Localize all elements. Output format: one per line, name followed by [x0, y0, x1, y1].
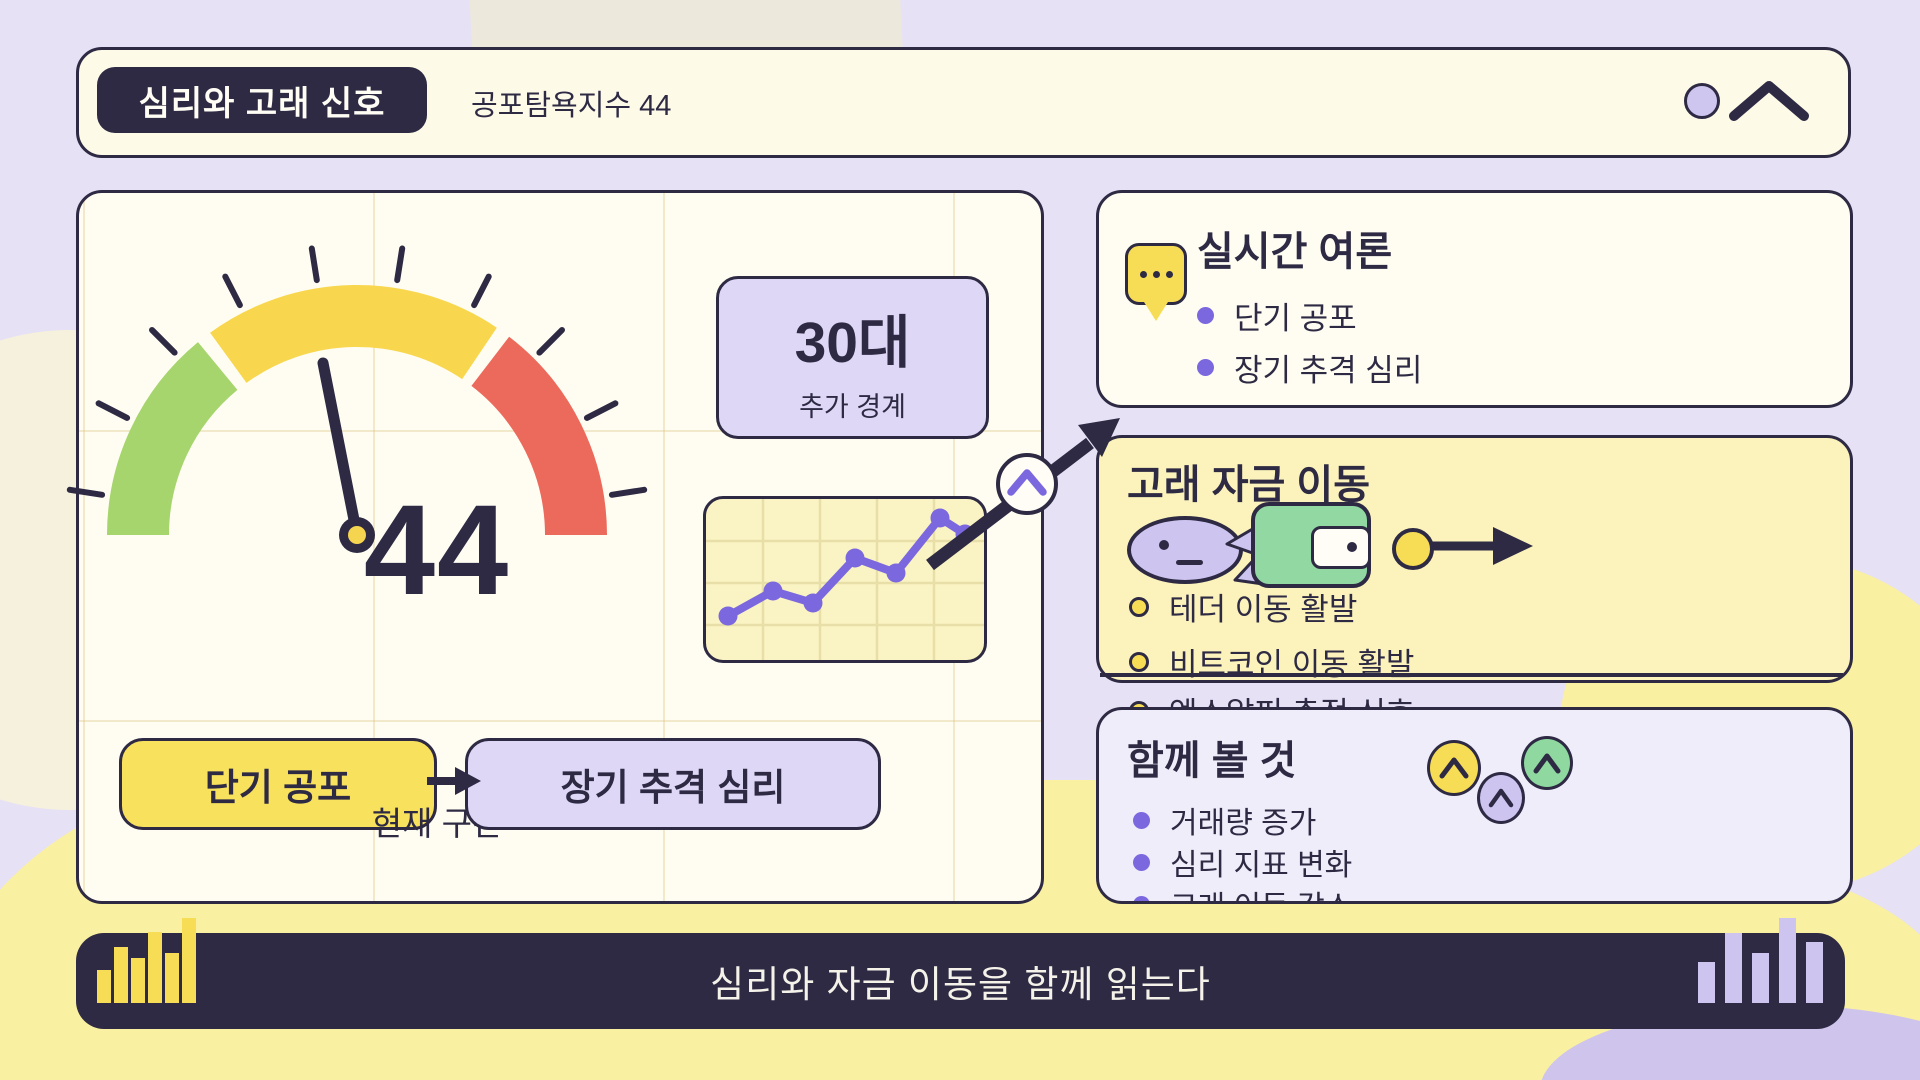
bullet-item: 고래 이동 감소	[1133, 882, 1352, 901]
whale-card-title: 고래 자금 이동	[1127, 463, 1371, 507]
bullet-dot-icon	[1133, 895, 1150, 901]
chevron-circle-lavender-icon	[1477, 772, 1525, 824]
footer-caption: 심리와 자금 이동을 함께 읽는다	[710, 964, 1211, 1005]
trend-mini-chart	[703, 496, 987, 663]
range-box: 30대 추가 경계	[716, 276, 989, 439]
card-edge-line	[1100, 673, 1843, 677]
bullet-item: 심리 지표 변화	[1133, 840, 1352, 884]
bullet-dot-icon	[1133, 853, 1150, 871]
bullet-ring-icon	[1129, 651, 1149, 672]
range-value: 30대	[794, 311, 911, 375]
flow-chip-long-chase: 장기 추격 심리	[465, 738, 881, 830]
bullet-dot-icon	[1197, 359, 1214, 376]
header-bar: 심리와 고래 신호 공포탐욕지수 44	[76, 47, 1851, 158]
bullet-item: 비트코인 이동 활발	[1129, 639, 1414, 684]
footer-bar: 심리와 자금 이동을 함께 읽는다	[76, 933, 1845, 1029]
speech-bubble-icon	[1125, 243, 1187, 321]
gauge-card: 44 현재 구간 30대 추가 경계	[66, 190, 1044, 904]
transfer-arrow-icon	[1431, 527, 1533, 565]
gauge-ticks	[66, 245, 648, 498]
whale-funds-card: 고래 자금 이동 테더 이동 활발 비트코인 이동 활발 엑스알피 축적 신호	[1096, 435, 1853, 731]
bullet-dot-icon	[1197, 307, 1214, 324]
range-label: 추가 경계	[799, 392, 906, 422]
watch-card-title: 함께 볼 것	[1127, 739, 1297, 783]
fear-greed-index-label: 공포탐욕지수 44	[471, 89, 672, 122]
watch-list-card: 함께 볼 것 거래량 증가 심리 지표 변화 고래 이동 감소	[1096, 707, 1853, 904]
chevron-circle-yellow-icon	[1427, 740, 1481, 796]
bullet-ring-icon	[1129, 596, 1149, 617]
wallet-icon	[1251, 502, 1371, 588]
chevron-circle-green-icon	[1521, 736, 1573, 790]
gauge-chart	[66, 245, 648, 553]
bar-chart-icon-left	[97, 918, 196, 1003]
circle-icon	[1684, 83, 1720, 119]
sentiment-card-title: 실시간 여론	[1197, 230, 1393, 274]
sentiment-card: 실시간 여론 단기 공포 장기 추격 심리	[1096, 190, 1853, 408]
arrow-right-icon	[427, 767, 481, 795]
title-badge: 심리와 고래 신호	[97, 67, 427, 133]
chevron-up-icon	[1729, 81, 1809, 121]
flow-chip-short-fear: 단기 공포	[119, 738, 437, 830]
gauge-value: 44	[363, 479, 511, 622]
bullet-item: 거래량 증가	[1133, 798, 1316, 842]
bar-chart-icon-right	[1698, 918, 1823, 1003]
bullet-item: 단기 공포	[1197, 293, 1357, 338]
transfer-dot-icon	[1392, 528, 1434, 570]
bullet-item: 장기 추격 심리	[1197, 345, 1422, 390]
bullet-dot-icon	[1133, 811, 1150, 829]
bullet-item: 테더 이동 활발	[1129, 584, 1357, 629]
